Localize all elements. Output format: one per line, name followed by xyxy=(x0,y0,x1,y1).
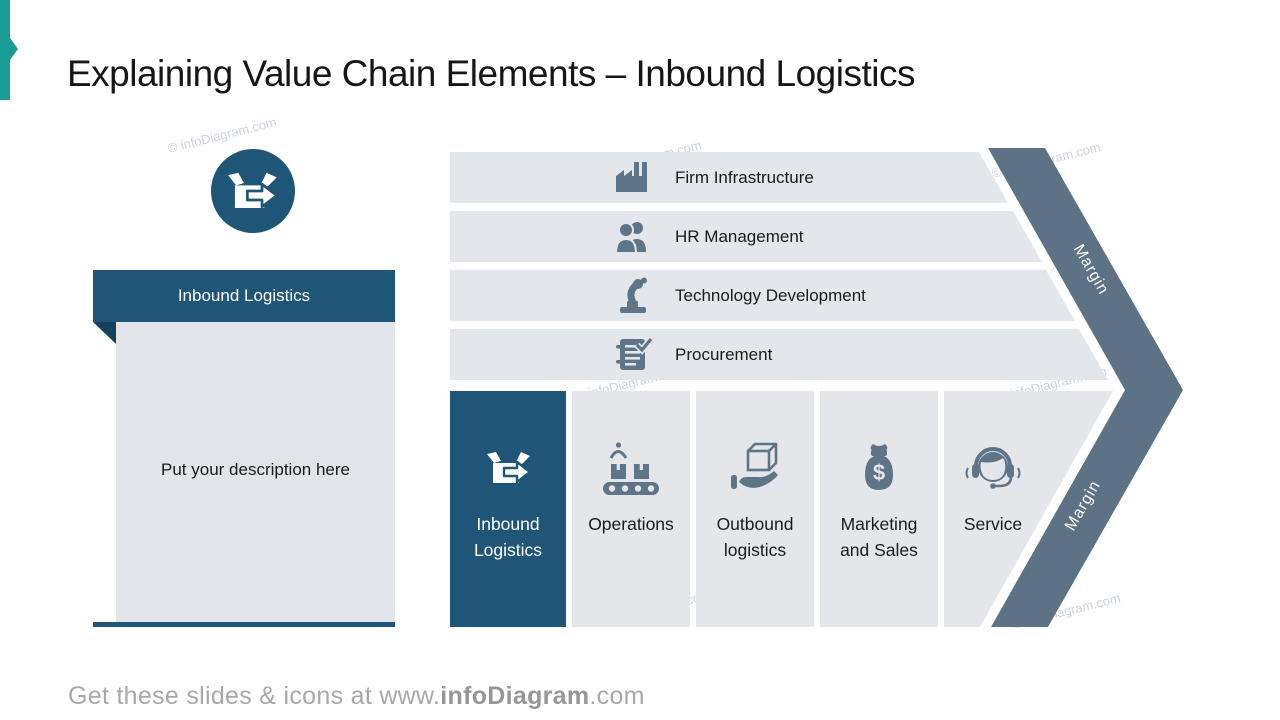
support-row-firm-infrastructure[interactable] xyxy=(450,152,1008,203)
support-row-label: HR Management xyxy=(675,227,804,246)
hand-box-icon xyxy=(731,442,778,489)
footer-promo: Get these slides & icons at www.infoDiag… xyxy=(68,682,645,711)
primary-tile-marketing-and-sales[interactable] xyxy=(820,391,938,627)
support-row-label: Procurement xyxy=(675,345,773,364)
conveyor-belt-icon xyxy=(603,442,659,495)
detail-panel-header[interactable]: Inbound Logistics xyxy=(93,270,395,322)
primary-tile-inbound-logistics[interactable] xyxy=(450,391,566,627)
detail-panel-fold xyxy=(93,322,116,344)
tile-label-line: Outbound xyxy=(717,514,794,534)
support-row-hr-management[interactable] xyxy=(450,211,1042,262)
accent-bar xyxy=(0,0,10,100)
procurement-checklist-icon xyxy=(616,336,654,370)
page-title: Explaining Value Chain Elements – Inboun… xyxy=(67,52,915,94)
support-row-technology-development[interactable] xyxy=(450,270,1075,321)
support-row-label: Firm Infrastructure xyxy=(675,168,814,187)
accent-chevron-icon xyxy=(10,38,18,60)
svg-text:$: $ xyxy=(873,460,885,485)
tile-label-line: Service xyxy=(964,514,1022,534)
tile-label-line: logistics xyxy=(724,540,786,560)
value-chain-diagram: Margin Margin xyxy=(450,148,1183,627)
primary-tile-labels: Inbound Logistics Operations Outbound lo… xyxy=(474,514,1022,560)
detail-panel-description[interactable]: Put your description here xyxy=(116,322,395,622)
money-bag-icon: $ xyxy=(865,444,893,490)
primary-tile-operations[interactable] xyxy=(572,391,690,627)
margin-band xyxy=(988,148,1183,627)
tile-label-line: and Sales xyxy=(840,540,918,560)
footer-brand-link[interactable]: infoDiagram xyxy=(440,682,590,710)
tile-label-line: Operations xyxy=(588,514,674,534)
hr-people-icon xyxy=(614,222,646,254)
tile-label-line: Marketing xyxy=(841,514,918,534)
footer-prefix: Get these slides & icons at www. xyxy=(68,682,441,710)
footer-suffix: .com xyxy=(589,682,645,710)
robot-arm-icon xyxy=(620,277,647,313)
open-box-arrow-icon xyxy=(227,171,279,210)
detail-panel-underline xyxy=(93,622,395,627)
headset-agent-icon xyxy=(965,447,1021,489)
support-row-procurement[interactable] xyxy=(450,329,1108,380)
tile-label-line: Logistics xyxy=(474,540,542,560)
inbound-logistics-badge xyxy=(211,149,295,233)
support-row-label: Technology Development xyxy=(675,286,866,305)
tile-label-line: Inbound xyxy=(476,514,539,534)
primary-tile-outbound-logistics[interactable] xyxy=(696,391,814,627)
factory-icon xyxy=(616,162,647,192)
